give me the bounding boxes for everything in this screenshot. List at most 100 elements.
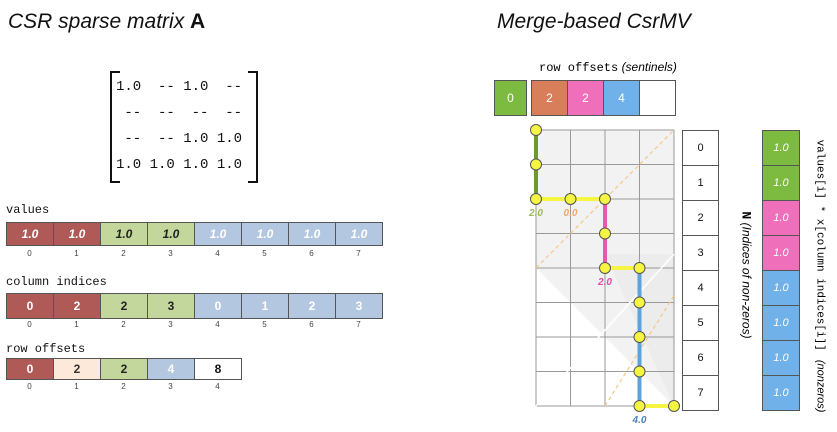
column-index-index: 3: [168, 320, 173, 329]
path-node: [633, 331, 646, 343]
values-index: 2: [121, 249, 126, 258]
values-index: 7: [356, 249, 361, 258]
row-offset-cell: 2: [100, 358, 148, 380]
split-diagonal: [535, 253, 675, 407]
path-node: [530, 158, 542, 171]
column-index-cell: 2: [53, 293, 101, 319]
sentinel-cell: 2: [531, 80, 568, 116]
nz-index-cell: 7: [682, 375, 719, 411]
values-column-cell: 1.0: [762, 165, 800, 201]
path-node: [530, 193, 542, 205]
matrix-row: 1.0 1.0 1.0 1.0: [116, 157, 243, 173]
left-title-bold: A: [190, 10, 206, 33]
nonzeros-note: (nonzeros): [814, 359, 827, 413]
column-index-cell: 2: [100, 293, 148, 319]
nz-index-cell: 2: [682, 200, 719, 236]
values-cell: 1.0: [6, 222, 54, 246]
values-index: 6: [309, 249, 314, 258]
row-offset-cell: 4: [147, 358, 195, 380]
row-offset-index: 2: [121, 382, 126, 391]
left-title-text: CSR sparse matrix: [8, 10, 191, 33]
sentinel-header: row offsets (sentinels): [539, 60, 677, 75]
row-offsets-label: row offsets: [6, 342, 86, 356]
row-offset-cell: 2: [53, 358, 101, 380]
values-cell: 1.0: [147, 222, 195, 246]
values-column-cell: 1.0: [762, 200, 800, 236]
column-index-index: 4: [215, 320, 220, 329]
nz-index-cell: 6: [682, 340, 719, 376]
nz-index-cell: 3: [682, 235, 719, 271]
row-result-label: 2.0: [597, 277, 612, 288]
values-cell: 1.0: [241, 222, 289, 246]
values-cell: 1.0: [53, 222, 101, 246]
sentinel-cell: 4: [603, 80, 640, 116]
values-index: 3: [168, 249, 173, 258]
values-label: values: [6, 203, 50, 217]
row-offset-cell: 0: [6, 358, 54, 380]
column-index-cell: 1: [241, 293, 289, 319]
column-index-index: 2: [121, 320, 126, 329]
sentinel-label: row offsets: [539, 61, 619, 75]
column-index-index: 0: [27, 320, 32, 329]
path-node: [633, 262, 646, 274]
column-index-index: 5: [262, 320, 267, 329]
row-result-label: 2.0: [528, 208, 543, 219]
path-node: [564, 193, 577, 205]
values-column-cell: 1.0: [762, 130, 800, 166]
values-index: 5: [262, 249, 267, 258]
column-index-index: 6: [309, 320, 314, 329]
sentinel-cell: 2: [567, 80, 604, 116]
sentinel-cell: [639, 80, 676, 116]
left-title: CSR sparse matrix A: [8, 10, 205, 34]
values-index: 0: [27, 249, 32, 258]
n-symbol: N: [738, 211, 754, 220]
matrix-row: -- -- 1.0 1.0: [116, 131, 243, 147]
path-node: [668, 400, 680, 412]
values-cell: 1.0: [288, 222, 336, 246]
values-cell: 1.0: [194, 222, 242, 246]
column-index-index: 1: [74, 320, 79, 329]
path-node: [633, 296, 646, 309]
row-offset-index: 0: [27, 382, 32, 391]
values-column-cell: 1.0: [762, 235, 800, 271]
sentinel-cell: 0: [494, 80, 527, 116]
nz-axis-caption: N (Indices of non-zeros): [731, 160, 761, 390]
column-index-cell: 0: [6, 293, 54, 319]
column-index-cell: 3: [147, 293, 195, 319]
values-index: 4: [215, 249, 220, 258]
sentinel-note: (sentinels): [621, 60, 677, 74]
values-axis-caption: values[i] * x[column indices[i]] (nonzer…: [805, 126, 835, 426]
matrix-left-bracket: [110, 71, 120, 183]
row-offset-index: 1: [74, 382, 79, 391]
shaded-region: [605, 254, 674, 406]
values-cell: 1.0: [335, 222, 383, 246]
column-indices-label: column indices: [6, 275, 107, 289]
column-index-cell: 3: [335, 293, 383, 319]
values-cell: 1.0: [100, 222, 148, 246]
column-index-cell: 2: [288, 293, 336, 319]
path-node: [633, 365, 646, 378]
nz-index-cell: 1: [682, 165, 719, 201]
path-node: [599, 193, 611, 205]
nz-index-cell: 5: [682, 305, 719, 341]
row-result-label: 4.0: [632, 415, 647, 426]
values-column-cell: 1.0: [762, 270, 800, 306]
nz-index-cell: 4: [682, 270, 719, 306]
split-diagonal: [535, 129, 675, 269]
row-offset-cell: 8: [194, 358, 242, 380]
path-node: [530, 124, 542, 136]
values-expr: values[i] * x[column indices[i]]: [813, 139, 826, 351]
values-column-cell: 1.0: [762, 305, 800, 341]
values-column-cell: 1.0: [762, 375, 800, 411]
values-column-cell: 1.0: [762, 340, 800, 376]
column-index-index: 7: [356, 320, 361, 329]
nz-index-cell: 0: [682, 130, 719, 166]
right-title: Merge-based CsrMV: [497, 10, 691, 33]
matrix-row: 1.0 -- 1.0 --: [116, 79, 243, 95]
column-index-cell: 0: [194, 293, 242, 319]
values-index: 1: [74, 249, 79, 258]
path-node: [633, 400, 646, 412]
matrix-right-bracket: [248, 71, 258, 183]
path-node: [599, 262, 611, 274]
